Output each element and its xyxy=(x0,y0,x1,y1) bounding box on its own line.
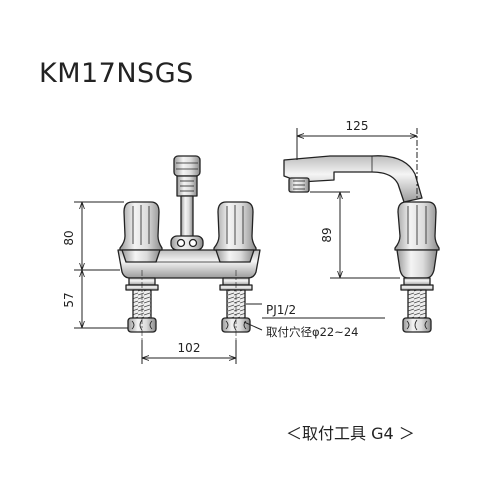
right-shank xyxy=(219,270,253,340)
tool-note: ＜取付工具 G4 ＞ xyxy=(286,424,415,443)
left-shank xyxy=(125,270,159,340)
side-spout xyxy=(283,155,423,203)
dim-80-label: 80 xyxy=(62,230,76,245)
dim-89-label: 89 xyxy=(320,227,334,242)
thread-note: PJ1/2 取付穴径φ22~24 xyxy=(243,303,385,339)
dim-125-label: 125 xyxy=(346,119,369,133)
dim-57: 57 xyxy=(62,270,128,329)
right-handle xyxy=(213,201,257,263)
dim-89: 89 xyxy=(310,191,400,279)
pipe-thread-label: PJ1/2 xyxy=(266,303,296,317)
center-spout xyxy=(170,155,204,251)
dim-57-label: 57 xyxy=(62,292,76,307)
dim-102: 102 xyxy=(141,340,237,364)
left-handle xyxy=(119,201,163,263)
mount-hole-label: 取付穴径φ22~24 xyxy=(266,325,359,339)
front-view: 80 57 102 PJ1/2 取付穴径φ22~24 xyxy=(62,155,385,364)
side-shank xyxy=(400,277,434,333)
side-handle xyxy=(394,201,440,279)
model-title: KM17NSGS xyxy=(39,58,194,89)
dim-125: 125 xyxy=(296,119,418,200)
dim-102-label: 102 xyxy=(178,341,201,355)
dim-80: 80 xyxy=(62,201,124,271)
side-view: 125 89 xyxy=(283,119,440,333)
